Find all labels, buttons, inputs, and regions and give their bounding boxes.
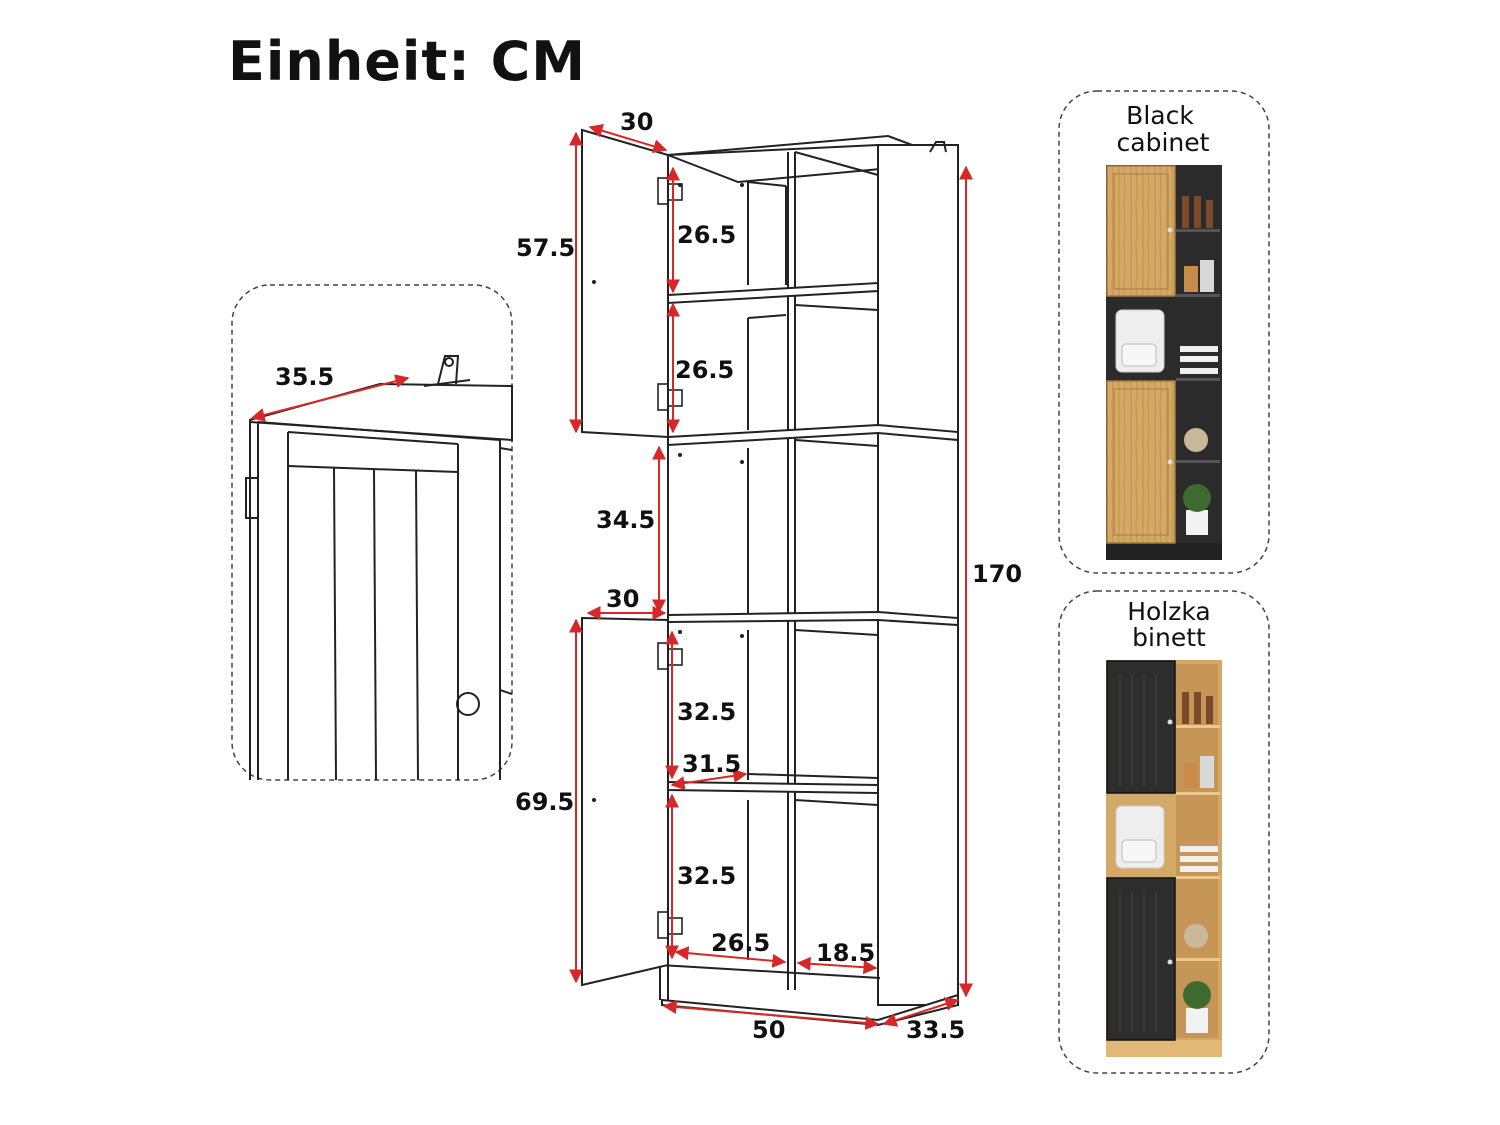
dim-right-compartment-width: 18.5 — [816, 939, 875, 967]
dim-detail-depth: 35.5 — [275, 363, 334, 391]
black-door-lower — [1106, 877, 1176, 1041]
variant-black-cabinet: Black cabinet — [1058, 90, 1270, 574]
black-door-upper — [1106, 660, 1176, 794]
wood-door-upper — [1106, 165, 1176, 297]
dim-lower-shelf-1: 32.5 — [677, 698, 736, 726]
dim-total-width: 50 — [752, 1016, 785, 1044]
variant-1-label-line1: Black — [1126, 101, 1194, 130]
variant-wood-cabinet: Holzka binett — [1058, 590, 1270, 1074]
dim-top-door-height: 57.5 — [516, 234, 575, 262]
dim-total-depth: 33.5 — [906, 1016, 965, 1044]
cabinet-side — [877, 144, 959, 1006]
dim-inner-depth: 31.5 — [682, 750, 741, 778]
dim-lower-door-depth: 30 — [606, 585, 639, 613]
dim-left-compartment-width: 26.5 — [711, 929, 770, 957]
unit-title: Einheit: CM — [228, 30, 586, 93]
cabinet-drawing — [581, 128, 959, 1027]
variant-1-label-line2: cabinet — [1117, 128, 1210, 157]
variant-2-label-line1: Holzka — [1127, 597, 1211, 626]
inset-frame — [231, 284, 513, 781]
dim-total-height: 170 — [972, 560, 1022, 588]
dim-lower-door-height: 69.5 — [515, 788, 574, 816]
wood-door-lower — [1106, 380, 1176, 544]
dim-middle-open: 34.5 — [596, 506, 655, 534]
dimension-arrows — [569, 123, 973, 1030]
dim-upper-shelf-1: 26.5 — [677, 221, 736, 249]
dim-upper-shelf-2: 26.5 — [675, 356, 734, 384]
door-detail-inset: 35.5 — [231, 284, 513, 781]
variant-2-label-line2: binett — [1132, 623, 1206, 652]
dim-lower-shelf-2: 32.5 — [677, 862, 736, 890]
dim-top-door-depth: 30 — [620, 108, 653, 136]
